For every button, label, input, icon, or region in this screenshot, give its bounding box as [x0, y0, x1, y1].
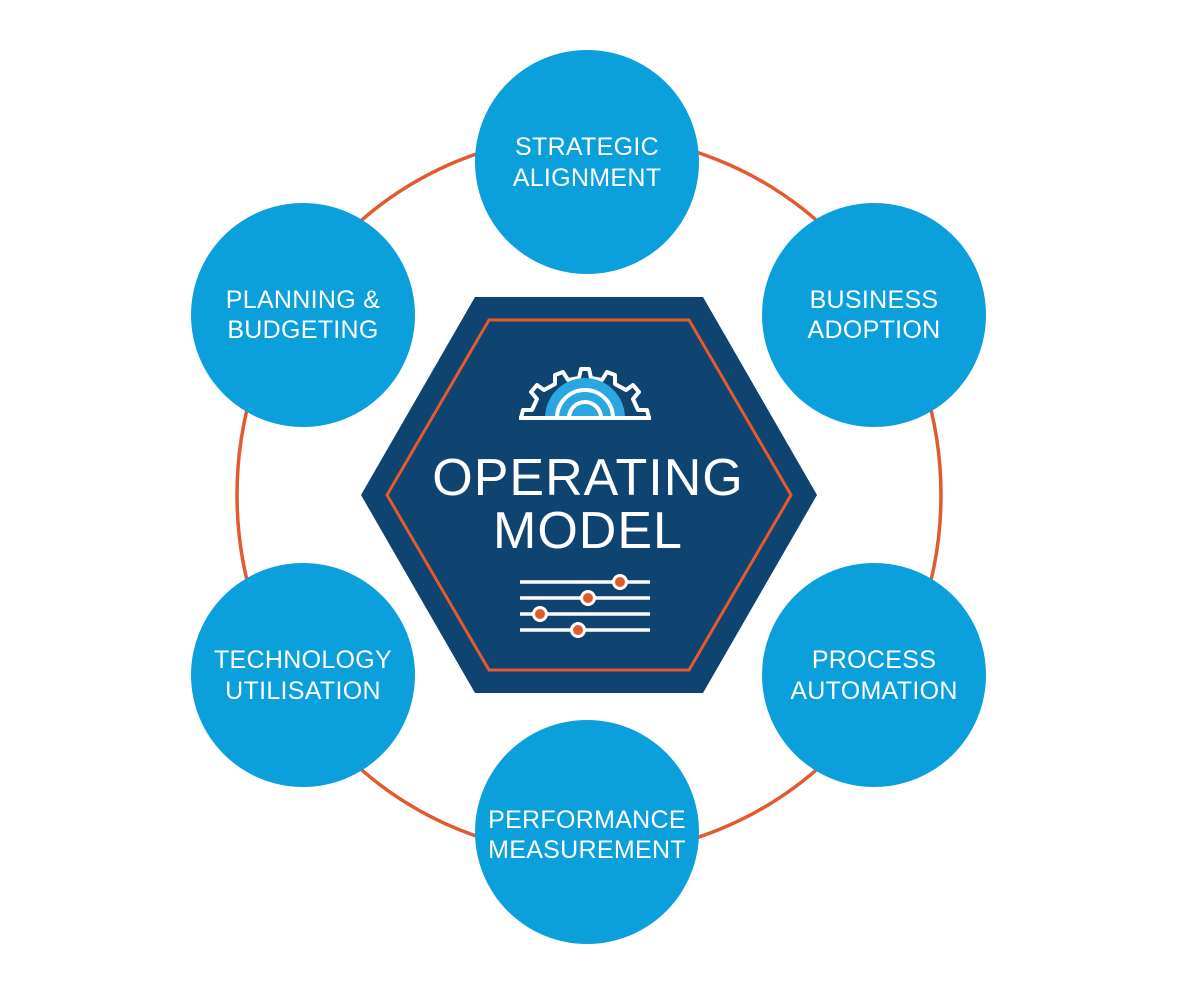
- gear-inner-arc-1: [545, 378, 625, 418]
- slider-knob-2: [580, 590, 596, 606]
- hexagon-inner-border: [385, 318, 793, 672]
- node-business-adoption: BUSINESS ADOPTION: [762, 203, 986, 427]
- node-planning-budgeting: PLANNING & BUDGETING: [191, 203, 415, 427]
- node-label-line-2: BUDGETING: [227, 316, 378, 344]
- node-label-line-2: ADOPTION: [808, 316, 941, 344]
- gear-icon: [519, 367, 651, 420]
- gear-inner-arc-2: [555, 388, 615, 419]
- node-circle: [191, 563, 415, 787]
- node-circle: [762, 203, 986, 427]
- node-circle: [762, 563, 986, 787]
- hexagon-fill: [361, 297, 817, 693]
- slider-knob-4: [570, 622, 586, 638]
- node-strategic-alignment: STRATEGIC ALIGNMENT: [475, 50, 699, 274]
- node-circle: [475, 720, 699, 944]
- node-circle: [475, 50, 699, 274]
- gear-outline: [519, 367, 651, 419]
- node-label-line-1: PERFORMANCE: [488, 806, 686, 834]
- node-label-line-2: UTILISATION: [225, 677, 381, 705]
- node-circle: [191, 203, 415, 427]
- slider-knob-3: [532, 606, 548, 622]
- center-title-line-1: OPERATING: [432, 449, 743, 507]
- node-label-line-2: ALIGNMENT: [513, 164, 662, 192]
- node-performance-measurement: PERFORMANCE MEASUREMENT: [475, 720, 699, 944]
- gear-inner-arc-3: [567, 400, 603, 419]
- center-hexagon: OPERATING MODEL: [361, 297, 817, 693]
- node-process-automation: PROCESS AUTOMATION: [762, 563, 986, 787]
- node-label-line-1: BUSINESS: [810, 286, 939, 314]
- node-label-line-1: PROCESS: [812, 646, 936, 674]
- slider-knob-1: [612, 574, 628, 590]
- node-technology-utilisation: TECHNOLOGY UTILISATION: [191, 563, 415, 787]
- node-label-line-1: PLANNING &: [226, 286, 380, 314]
- node-label-line-2: AUTOMATION: [790, 677, 957, 705]
- node-label-line-2: MEASUREMENT: [488, 836, 686, 864]
- node-label-line-1: TECHNOLOGY: [214, 646, 392, 674]
- center-title-line-2: MODEL: [493, 502, 683, 560]
- sliders-icon: [520, 574, 650, 638]
- node-label-line-1: STRATEGIC: [515, 133, 659, 161]
